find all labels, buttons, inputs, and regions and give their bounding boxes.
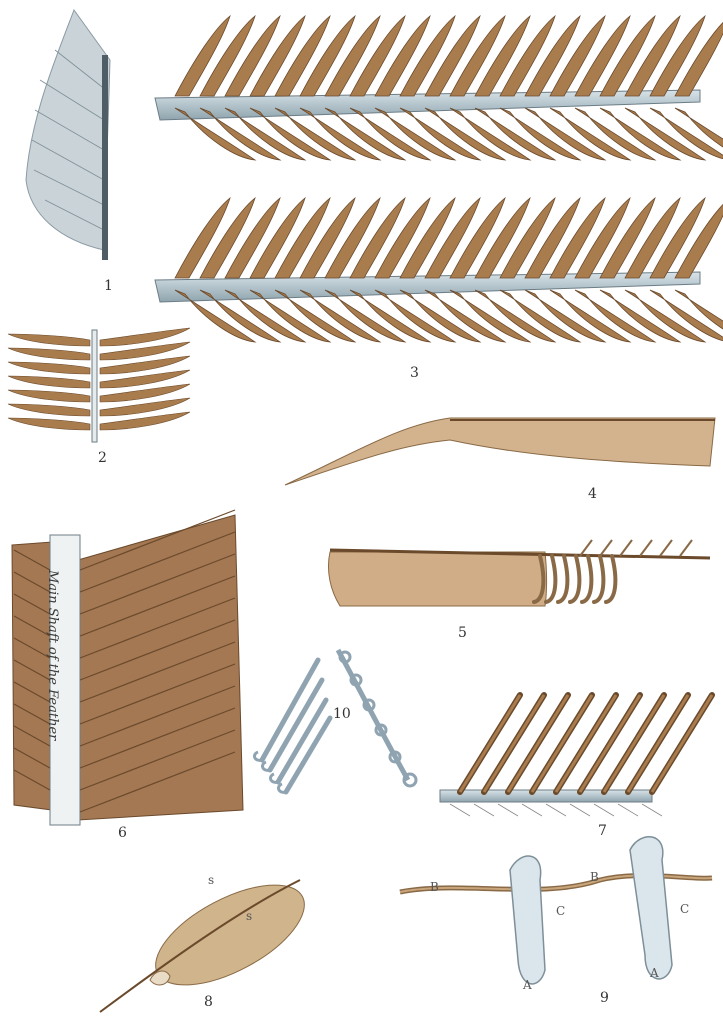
upper-barbicel: [640, 540, 652, 556]
barbicel: [594, 556, 603, 602]
upper-barbicel: [680, 540, 692, 556]
barbule-fiber: [450, 804, 470, 816]
left-barbule: [8, 348, 90, 360]
upper-barb: [175, 16, 230, 96]
shaft: [92, 330, 97, 442]
fig9-letter-a-left: A: [523, 978, 532, 992]
figure-2-barbules: [8, 328, 190, 442]
barbule-fiber: [594, 804, 614, 816]
left-barbule: [8, 376, 90, 388]
figure-number-1: 1: [104, 278, 113, 294]
barbicel: [582, 556, 591, 602]
figure-number-4: 4: [588, 486, 597, 502]
fig9-letter-b-left: B: [430, 880, 439, 894]
barbule-fiber: [642, 804, 662, 816]
barbule-fiber: [474, 804, 494, 816]
fig9-letter-b-right: B: [590, 870, 599, 884]
figure-number-6: 6: [118, 825, 127, 841]
figure-number-7: 7: [598, 823, 607, 839]
figure-number-9: 9: [600, 990, 609, 1006]
figure-number-10: 10: [333, 706, 351, 722]
barbule-fiber: [546, 804, 566, 816]
fig8-letter-s-top: s: [208, 873, 214, 887]
left-barbule: [8, 334, 90, 346]
fig9-letter-c-right: C: [680, 902, 689, 916]
upper-barb: [175, 198, 230, 278]
barbule-fiber: [570, 804, 590, 816]
main-shaft-label: Main Shaft of the Feather: [45, 570, 60, 740]
figure-number-5: 5: [458, 625, 467, 641]
figure-1-feather: [26, 10, 110, 260]
barbicel: [570, 556, 579, 602]
barbicel: [546, 556, 555, 602]
upper-barbicel: [660, 540, 672, 556]
fig9-letter-a-right: A: [650, 966, 659, 980]
figure-3-lower-barbs: [155, 198, 723, 342]
barbicel: [558, 556, 567, 602]
figure-number-8: 8: [204, 994, 213, 1010]
figure-number-2: 2: [98, 450, 107, 466]
upper-barbicel: [600, 540, 612, 556]
upper-barbicel: [620, 540, 632, 556]
upper-barbicel: [580, 540, 592, 556]
figure-7-barbs-on-shaft: [440, 695, 712, 816]
figure-number-3: 3: [410, 365, 419, 381]
barbule-fiber: [498, 804, 518, 816]
figure-4-barb: [285, 418, 715, 485]
figure-5-barb-with-barbicels: [328, 540, 710, 606]
barbule-fiber: [522, 804, 542, 816]
left-barbule: [8, 362, 90, 374]
left-barbule: [8, 418, 90, 430]
barbicel: [606, 556, 615, 602]
fig8-letter-s-mid: s: [246, 909, 252, 923]
figure-3-upper-barbs: [155, 16, 723, 160]
fig9-letter-c-left: C: [556, 904, 565, 918]
left-barbule: [8, 390, 90, 402]
left-barbule: [8, 404, 90, 416]
barbule-fiber: [618, 804, 638, 816]
